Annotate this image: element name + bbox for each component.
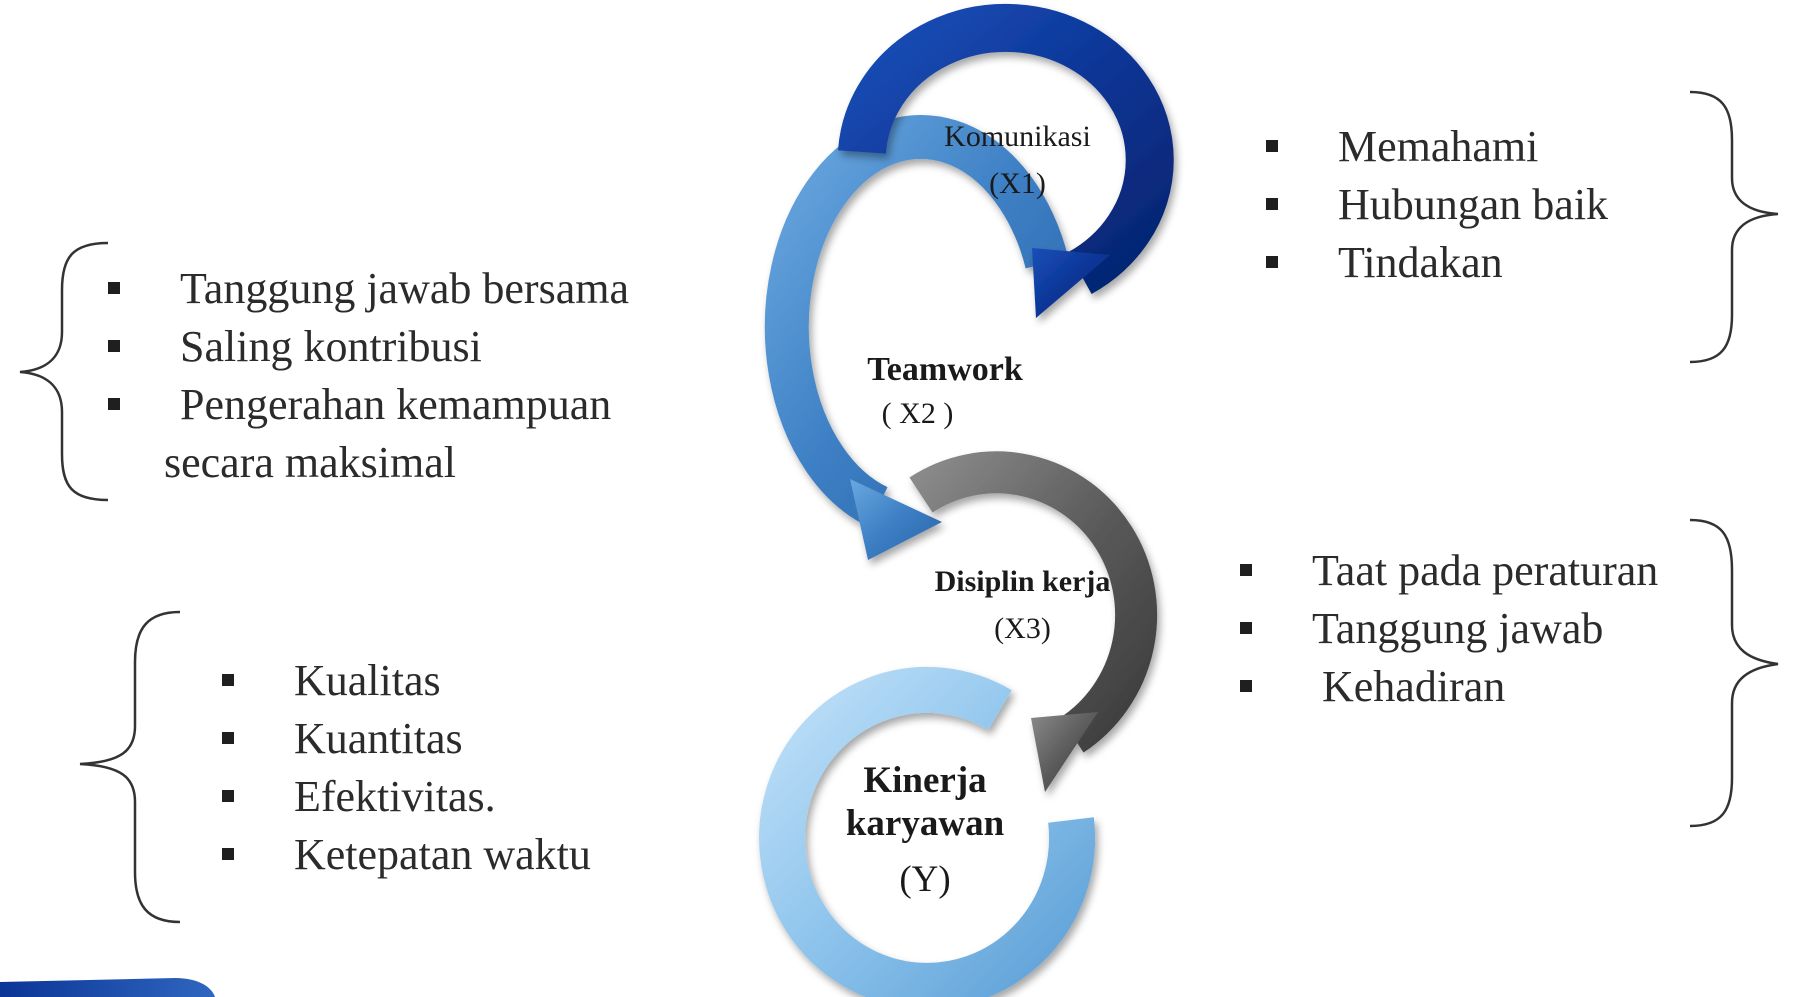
bullet-icon	[222, 848, 234, 861]
node-teamwork-title: Teamwork	[867, 351, 1023, 388]
bullet-icon	[1240, 564, 1252, 576]
list-item: Kehadiran	[1240, 658, 1658, 716]
list-item: Memahami	[1266, 118, 1608, 176]
kinerja-karyawan-arrow	[759, 666, 1096, 997]
corner-band	[0, 978, 215, 997]
right-brace-x1	[1689, 90, 1779, 364]
bullet-icon	[108, 398, 120, 411]
bullet-icon	[1240, 680, 1252, 693]
bullet-icon	[222, 790, 234, 803]
bullet-icon	[222, 732, 234, 745]
komunikasi-arrow	[838, 3, 1174, 318]
node-komunikasi-title: Komunikasi	[944, 120, 1091, 153]
list-item: Efektivitas.	[222, 768, 591, 826]
y-indicator-list: Kualitas Kuantitas Efektivitas. Ketepata…	[222, 652, 591, 884]
left-brace-x2	[19, 241, 109, 502]
list-item: Saling kontribusi	[108, 318, 629, 376]
node-komunikasi: Komunikasi (X1)	[900, 120, 1135, 201]
list-item: Kuantitas	[222, 710, 591, 768]
node-kinerja-karyawan: Kinerja karyawan (Y)	[820, 760, 1030, 902]
node-disiplin-kerja: Disiplin kerja (X3)	[905, 565, 1140, 646]
left-brace-y	[79, 610, 181, 924]
bullet-icon	[108, 340, 120, 353]
list-item: Pengerahan kemampuan	[108, 376, 629, 434]
node-kinerja-karyawan-title-line2: karyawan	[845, 802, 1005, 844]
node-kinerja-karyawan-code: (Y)	[899, 859, 951, 901]
list-item: Hubungan baik	[1266, 176, 1608, 234]
x3-indicator-list: Taat pada peraturan Tanggung jawab Kehad…	[1240, 542, 1658, 716]
disiplin-kerja-arrow	[909, 451, 1158, 792]
node-teamwork-code: ( X2 )	[881, 397, 954, 431]
x1-indicator-list: Memahami Hubungan baik Tindakan	[1266, 118, 1608, 292]
list-item: Taat pada peraturan	[1240, 542, 1658, 600]
node-komunikasi-code: (X1)	[989, 166, 1046, 200]
bullet-icon	[222, 674, 234, 686]
bullet-icon	[1266, 140, 1278, 152]
bullet-icon	[1266, 198, 1278, 211]
node-teamwork: Teamwork ( X2 )	[830, 350, 1060, 432]
node-disiplin-kerja-title: Disiplin kerja	[934, 565, 1111, 598]
list-item: Kualitas	[222, 652, 591, 710]
list-item: Tanggung jawab bersama	[108, 260, 629, 318]
teamwork-arrow	[764, 115, 1069, 560]
right-brace-x3	[1689, 518, 1779, 828]
list-item: Tanggung jawab	[1240, 600, 1658, 658]
list-item: Tindakan	[1266, 234, 1608, 292]
list-item-continuation: secara maksimal	[164, 438, 456, 488]
bullet-icon	[1266, 256, 1278, 269]
node-kinerja-karyawan-title-line1: Kinerja	[863, 760, 987, 801]
bullet-icon	[1240, 622, 1252, 635]
list-item: Ketepatan waktu	[222, 826, 591, 884]
node-disiplin-kerja-code: (X3)	[994, 611, 1051, 645]
x2-indicator-list: Tanggung jawab bersama Saling kontribusi…	[108, 260, 629, 492]
bullet-icon	[108, 282, 120, 294]
